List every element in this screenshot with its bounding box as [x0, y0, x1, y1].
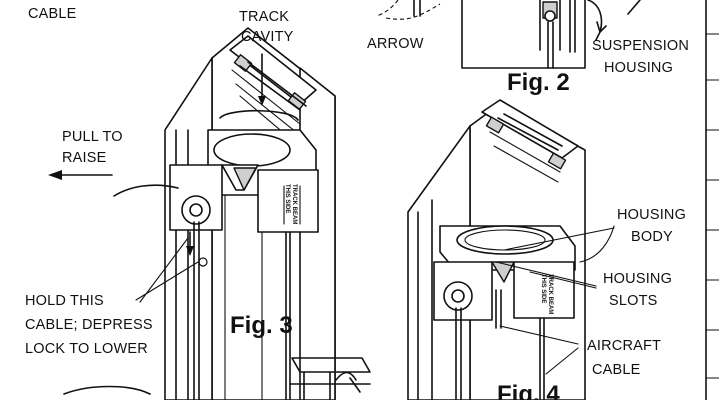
arrow-label: ARROW: [367, 36, 424, 52]
fig2-caption: Fig. 2: [507, 69, 570, 96]
fig4-illustration: TRACK BEAM THIS SIDE: [407, 99, 615, 400]
fig3-illustration: TRACK BEAM THIS SIDE: [48, 27, 336, 400]
fig2-illustration: [375, 0, 719, 400]
housing-stamp-line2: THIS SIDE: [284, 184, 290, 213]
housing-body-label-line1: HOUSING: [617, 207, 686, 223]
aircraft-cable-label-line1: AIRCRAFT: [587, 338, 661, 354]
housing-body-label-line2: BODY: [631, 229, 673, 245]
fig3-caption: Fig. 3: [230, 312, 293, 339]
pull-to-raise-label-line2: RAISE: [62, 150, 107, 166]
track-cavity-label-line1: TRACK: [239, 9, 289, 25]
hold-cable-label-line3: LOCK TO LOWER: [25, 341, 148, 357]
suspension-housing-label-line1: SUSPENSION: [592, 38, 689, 54]
cable-label: CABLE: [28, 6, 77, 22]
hold-cable-label-line1: HOLD THIS: [25, 293, 104, 309]
fig4-caption: Fig. 4: [497, 381, 560, 400]
aircraft-cable-label-line2: CABLE: [592, 362, 641, 378]
fig5-partial-illustration: [63, 357, 371, 400]
hold-cable-label-line2: CABLE; DEPRESS: [25, 317, 153, 333]
housing-stamp-line1: TRACK BEAM: [291, 184, 297, 224]
fig4-housing-stamp-line1: TRACK BEAM: [547, 274, 553, 314]
housing-slots-label-line2: SLOTS: [609, 293, 658, 309]
fig4-housing-stamp-line2: THIS SIDE: [540, 274, 546, 303]
housing-slots-label-line1: HOUSING: [603, 271, 672, 287]
suspension-housing-label-line2: HOUSING: [604, 60, 673, 76]
pull-to-raise-label-line1: PULL TO: [62, 129, 123, 145]
track-cavity-label-line2: CAVITY: [241, 29, 294, 45]
